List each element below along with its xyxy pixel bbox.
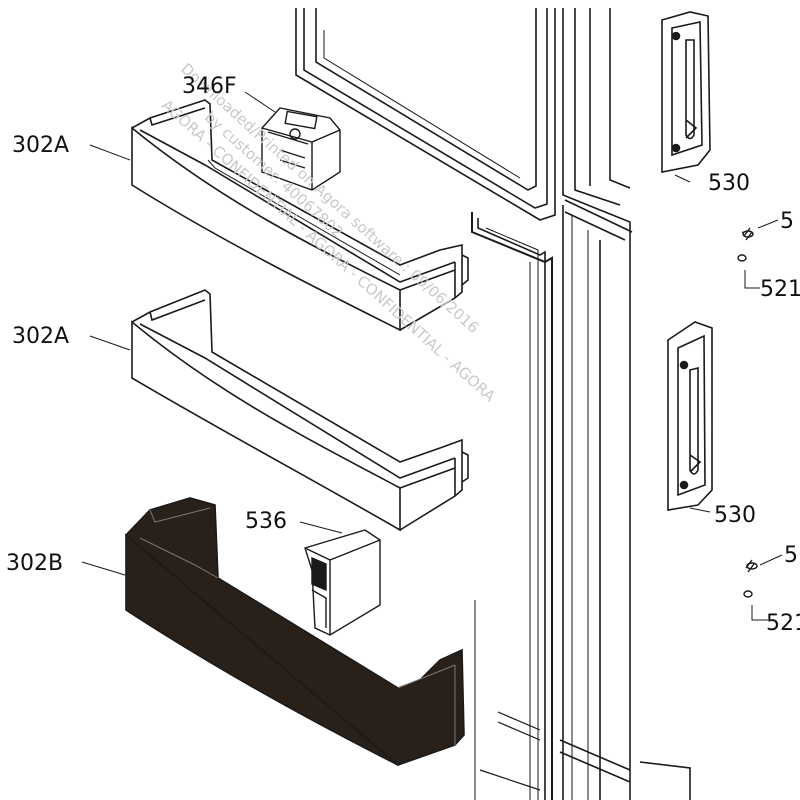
label-536: 536 bbox=[245, 509, 287, 534]
label-521-bottom: 521 bbox=[766, 611, 800, 636]
label-521-top: 521 bbox=[760, 277, 800, 302]
label-302b: 302B bbox=[6, 551, 63, 576]
watermark: Downloaded/Printed on Agora software : 0… bbox=[158, 60, 499, 406]
label-530-bottom: 530 bbox=[714, 503, 756, 528]
door-handle-530-top bbox=[661, 11, 711, 173]
label-screw-top: 5 bbox=[780, 209, 794, 234]
washer-top bbox=[737, 254, 747, 262]
label-screw-bottom: 5 bbox=[784, 543, 798, 568]
label-302a-middle: 302A bbox=[12, 324, 69, 349]
label-530-top: 530 bbox=[708, 171, 750, 196]
label-346f: 346F bbox=[182, 74, 237, 99]
door-handle-530-bottom bbox=[667, 321, 713, 511]
door-shelf-302a-middle bbox=[131, 289, 469, 532]
screw-top bbox=[741, 227, 754, 241]
part-536 bbox=[304, 529, 381, 636]
leader-lines bbox=[81, 91, 783, 621]
screw-bottom bbox=[745, 559, 758, 573]
door-shelf-302b-bottom bbox=[124, 497, 465, 767]
label-302a-top: 302A bbox=[12, 133, 69, 158]
washer-bottom bbox=[743, 590, 753, 598]
door-frame bbox=[295, 8, 691, 800]
dairy-box-346f bbox=[261, 107, 341, 191]
door-shelf-302a-top bbox=[131, 99, 469, 332]
